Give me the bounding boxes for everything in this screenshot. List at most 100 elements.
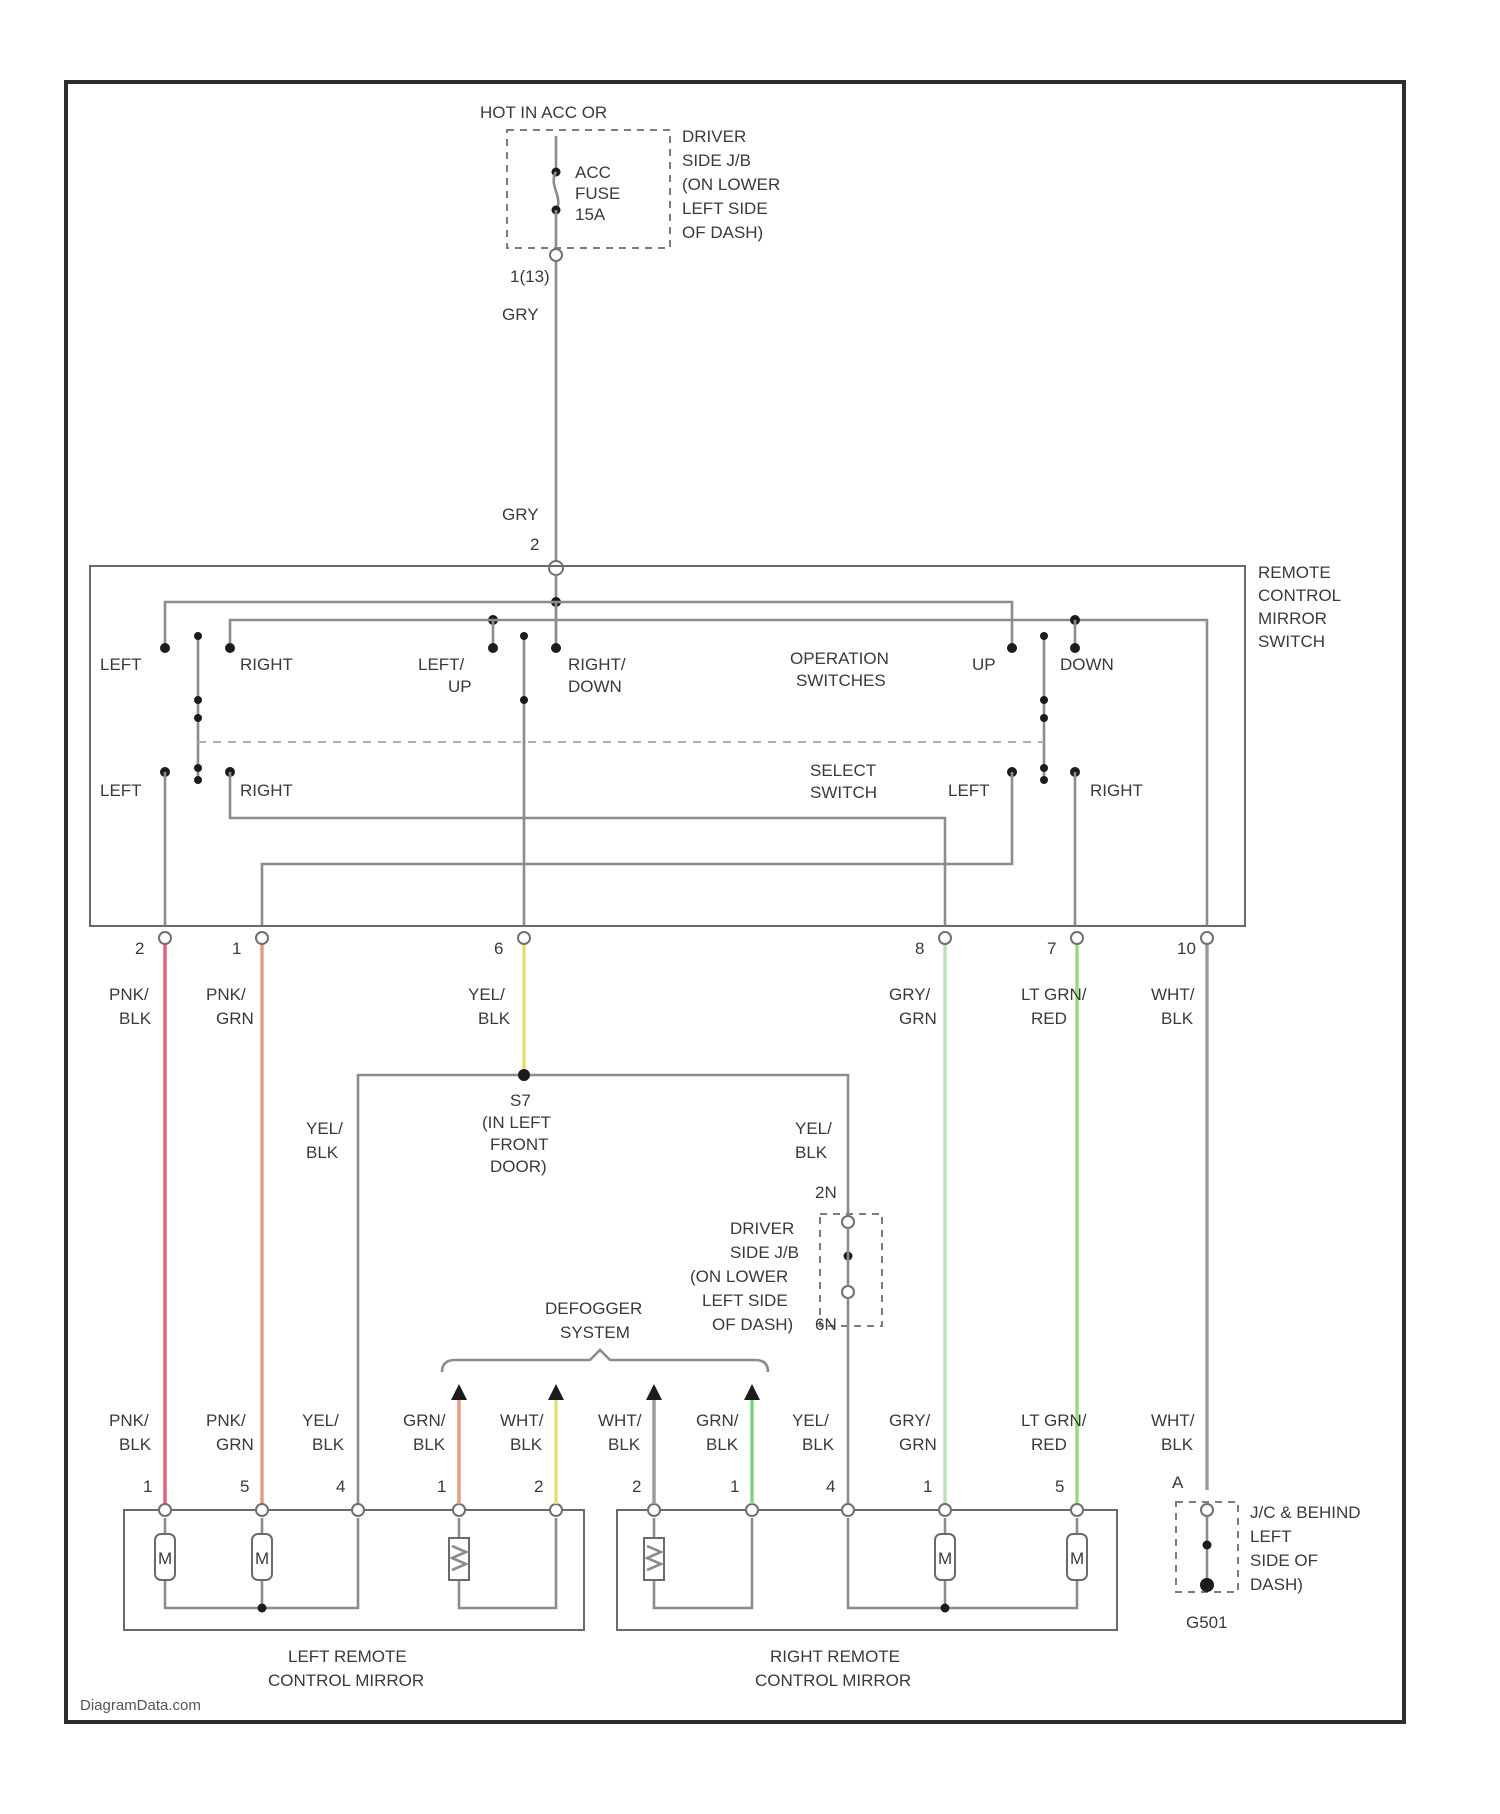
left_mirror-pin-wire-label: GRN/ [403, 1411, 446, 1430]
right_mirror-pin-wire-label: GRN [899, 1435, 937, 1454]
svg-text:MIRROR: MIRROR [1258, 609, 1327, 628]
switch-pin-wire-label: RED [1031, 1009, 1067, 1028]
right_mirror-pin-terminal [1071, 1504, 1083, 1516]
jb2-location-label: DRIVER SIDE J/B (ON LOWER LEFT SIDE OF D… [690, 1219, 799, 1334]
svg-text:DRIVER: DRIVER [682, 127, 746, 146]
switch-pin-number: 6 [494, 939, 503, 958]
svg-text:S7: S7 [510, 1091, 531, 1110]
defogger-arrow-icon [548, 1384, 564, 1400]
defogger-brace [442, 1350, 768, 1372]
diagram-frame [66, 82, 1404, 1722]
switch-pin-number: 8 [915, 939, 924, 958]
svg-text:M: M [158, 1549, 172, 1568]
select-switch-label: SELECT SWITCH [810, 761, 877, 802]
switch-pin-terminal [1071, 932, 1083, 944]
op-leftup-label: LEFT/ UP [418, 655, 472, 696]
svg-text:15A: 15A [575, 205, 606, 224]
left_mirror-pin-1: 1 PNK/BLK [109, 1411, 171, 1516]
ground-wire-label: WHT/BLK [1151, 1411, 1195, 1454]
right-mirror-motor-1: M [935, 1518, 955, 1580]
svg-text:DRIVER: DRIVER [730, 1219, 794, 1238]
svg-text:WHT/: WHT/ [1151, 1411, 1195, 1430]
svg-text:SWITCH: SWITCH [1258, 632, 1325, 651]
svg-text:(ON LOWER: (ON LOWER [690, 1267, 788, 1286]
op-down-label: DOWN [1060, 655, 1114, 674]
right_mirror-pin-4: 4YEL/BLK [792, 1411, 854, 1516]
left_mirror-pin-wire-label: BLK [413, 1435, 446, 1454]
svg-text:SIDE J/B: SIDE J/B [730, 1243, 799, 1262]
left_mirror-pin-terminal [352, 1504, 364, 1516]
svg-text:LEFT REMOTE: LEFT REMOTE [288, 1647, 407, 1666]
switch-pin-wire-label: WHT/ [1151, 985, 1195, 1004]
svg-text:REMOTE: REMOTE [1258, 563, 1331, 582]
left_mirror-pin-terminal [256, 1504, 268, 1516]
splice-left-wire-label: YEL/ BLK [306, 1119, 343, 1162]
svg-text:M: M [1070, 1549, 1084, 1568]
splice-label: S7 (IN LEFT FRONT DOOR) [482, 1091, 551, 1176]
switch-input-terminal [549, 561, 563, 575]
defogger-arrow-icon [646, 1384, 662, 1400]
right_mirror-pin-terminal [648, 1504, 660, 1516]
svg-text:M: M [938, 1549, 952, 1568]
switch-pin-number: 1 [232, 939, 241, 958]
left-mirror-motor-2: M [252, 1518, 272, 1580]
right_mirror-pin-wire-label: LT GRN/ [1021, 1411, 1087, 1430]
defogger-label: DEFOGGER SYSTEM [545, 1299, 642, 1342]
right_mirror-pin-wire-label: GRN/ [696, 1411, 739, 1430]
left_mirror-pin-wire-label: WHT/ [500, 1411, 544, 1430]
left_mirror-pin-number: 1 [143, 1477, 152, 1496]
operation-switch-updown-lr[interactable] [488, 632, 561, 925]
ground-location-label: J/C & BEHIND LEFT SIDE OF DASH) [1250, 1503, 1361, 1594]
fuse-pin [550, 249, 562, 261]
left-mirror-name: LEFT REMOTE CONTROL MIRROR [268, 1647, 424, 1690]
op-up-label: UP [972, 655, 996, 674]
ground-pin-label: A [1172, 1473, 1184, 1492]
jb2-connector [842, 1216, 854, 1298]
feed-wire-label-top: GRY [502, 305, 539, 324]
svg-text:M: M [255, 1549, 269, 1568]
switch-pin-wire-label: PNK/ [109, 985, 149, 1004]
left_mirror-pin-5: 5PNK/GRN [206, 1411, 268, 1516]
feed-wire-label-bottom: GRY [502, 505, 539, 524]
jb2-box [820, 1214, 882, 1326]
svg-text:YEL/: YEL/ [795, 1119, 832, 1138]
svg-text:DOWN: DOWN [568, 677, 622, 696]
switch-pin-terminal [256, 932, 268, 944]
operation-switch-left-right[interactable] [160, 632, 235, 784]
right_mirror-pin-number: 5 [1055, 1477, 1064, 1496]
op-rightdown-label: RIGHT/ DOWN [568, 655, 626, 696]
ground-name: G501 [1186, 1613, 1228, 1632]
fuse-location-label: DRIVER SIDE J/B (ON LOWER LEFT SIDE OF D… [682, 127, 780, 242]
svg-text:OF DASH): OF DASH) [682, 223, 763, 242]
svg-text:LEFT SIDE: LEFT SIDE [702, 1291, 788, 1310]
right_mirror-pin-wire-label: GRY/ [889, 1411, 931, 1430]
right-mirror-heater-icon [644, 1518, 664, 1580]
switch-pin-terminal [518, 932, 530, 944]
switch-name: REMOTE CONTROL MIRROR SWITCH [1258, 563, 1341, 651]
sel-left-a: LEFT [100, 781, 142, 800]
left_mirror-pin-wire-label: BLK [119, 1435, 152, 1454]
svg-text:LEFT SIDE: LEFT SIDE [682, 199, 768, 218]
right_mirror-pin-wire-label: BLK [802, 1435, 835, 1454]
svg-text:YEL/: YEL/ [306, 1119, 343, 1138]
switch-pin-number: 7 [1047, 939, 1056, 958]
svg-text:RIGHT REMOTE: RIGHT REMOTE [770, 1647, 900, 1666]
svg-text:BLK: BLK [306, 1143, 339, 1162]
switch-pin-6: 6YEL/BLK [468, 932, 530, 1075]
switch-internal-wiring [165, 772, 1075, 925]
left_mirror-pin-terminal [453, 1504, 465, 1516]
svg-text:BLK: BLK [1161, 1435, 1194, 1454]
left_mirror-pin-2: 2WHT/BLK [500, 1411, 562, 1516]
switch-pin-wire-label: BLK [478, 1009, 511, 1028]
jb2-bottom-pin: 6N [815, 1315, 837, 1334]
left_mirror-pin-wire-label: PNK/ [109, 1411, 149, 1430]
svg-text:ACC: ACC [575, 163, 611, 182]
ground-connector [1200, 1504, 1214, 1592]
switch-input-pin: 2 [530, 535, 539, 554]
splice-right-wire-label: YEL/ BLK [795, 1119, 832, 1162]
svg-text:SIDE J/B: SIDE J/B [682, 151, 751, 170]
